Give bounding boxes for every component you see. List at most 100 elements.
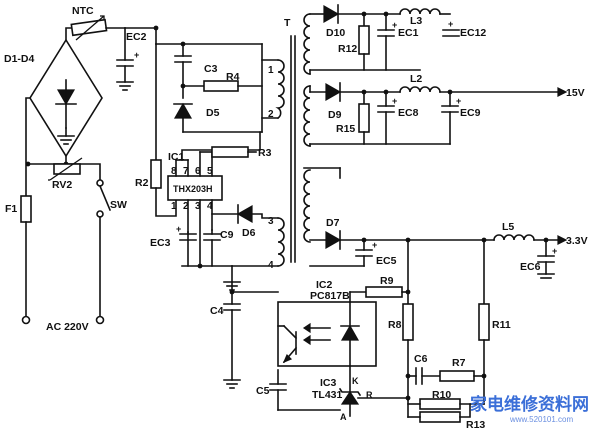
c3-label: C3	[204, 63, 218, 75]
r9-resistor	[365, 286, 403, 298]
d10-label: D10	[326, 27, 345, 39]
ntc-thermistor	[70, 15, 108, 41]
r11-resistor	[478, 303, 490, 341]
svg-text:3: 3	[268, 216, 274, 227]
r3-resistor	[211, 146, 249, 158]
ec1-label: EC1	[398, 27, 419, 39]
out15-label: 15V	[566, 87, 585, 99]
svg-text:+: +	[392, 96, 397, 106]
ic3-k-label: K	[352, 376, 359, 386]
c3-capacitor	[174, 55, 192, 63]
d6-label: D6	[242, 227, 256, 239]
out33-label: 3.3V	[566, 235, 588, 247]
ic3-a-label: A	[340, 412, 347, 422]
bridge-rectifier	[29, 38, 103, 158]
r8-resistor	[402, 303, 414, 341]
svg-text:1: 1	[268, 65, 274, 76]
svg-text:+: +	[392, 20, 397, 30]
d7-diode	[325, 230, 342, 250]
ec3-label: EC3	[150, 237, 171, 249]
ic3-label: IC3	[320, 377, 337, 389]
svg-text:+: +	[372, 240, 377, 250]
d1d4-label: D1-D4	[4, 53, 35, 65]
ec2-label: EC2	[126, 31, 147, 43]
ec3-capacitor: +	[176, 224, 197, 241]
svg-text:6: 6	[195, 166, 201, 177]
ic1-chip: THX203H 8 7 6 5 1 2 3 4	[167, 151, 223, 267]
l2-label: L2	[410, 73, 422, 85]
d9-label: D9	[328, 109, 342, 121]
r3-label: R3	[258, 147, 272, 159]
ec1-capacitor: +	[377, 13, 397, 71]
svg-text:+: +	[448, 19, 453, 29]
r13-resistor	[419, 411, 461, 423]
l2-inductor	[399, 86, 441, 93]
r15-resistor	[358, 91, 370, 145]
r9-label: R9	[380, 275, 394, 287]
ec2-capacitor: +	[116, 27, 139, 91]
c5-label: C5	[256, 385, 270, 397]
c6-capacitor	[415, 367, 423, 385]
r7-resistor	[439, 370, 475, 382]
r11-label: R11	[492, 319, 511, 331]
ec9-label: EC9	[460, 107, 481, 119]
c9-label: C9	[220, 229, 234, 241]
l5-inductor	[493, 234, 535, 241]
ic1-part-label: THX203H	[173, 184, 213, 194]
ec12-label: EC12	[460, 27, 486, 39]
ec8-capacitor: +	[377, 91, 397, 145]
ec5-capacitor: +	[309, 239, 377, 267]
r12-label: R12	[338, 43, 357, 55]
watermark: 家电维修资料网 www.520101.com	[470, 394, 589, 424]
l5-label: L5	[502, 221, 514, 233]
component-labels: NTC D1-D4 EC2 RV2 F1 SW AC 220V R2 IC1 C…	[4, 5, 588, 430]
r2-resistor	[150, 159, 162, 189]
ac-label: AC 220V	[46, 321, 89, 333]
secondary-outputs: + + +	[303, 4, 568, 279]
svg-text:+: +	[134, 50, 139, 60]
f1-label: F1	[5, 203, 17, 215]
sw-label: SW	[110, 199, 127, 211]
r4-label: R4	[226, 71, 240, 83]
r7-label: R7	[452, 357, 466, 369]
d5-label: D5	[206, 107, 220, 119]
ec12-capacitor: +	[442, 19, 460, 37]
mains-input: +	[20, 15, 263, 325]
svg-text:3: 3	[195, 201, 201, 212]
sw-switch	[95, 179, 112, 325]
ic3-part-label: TL431	[312, 389, 343, 401]
primary-side: THX203H 8 7 6 5 1 2 3 4	[150, 43, 279, 291]
ic2-part-label: PC817B	[310, 290, 350, 302]
ic2-optocoupler	[277, 301, 377, 367]
svg-text:8: 8	[171, 166, 177, 177]
ic1-label: IC1	[168, 151, 185, 163]
ec5-label: EC5	[376, 255, 397, 267]
f1-fuse	[20, 195, 32, 223]
d6-diode	[236, 204, 253, 224]
svg-text:1: 1	[171, 201, 177, 212]
svg-text:2: 2	[268, 109, 274, 120]
rv2-varistor	[48, 157, 83, 181]
rv2-label: RV2	[52, 179, 72, 191]
feedback-loop	[223, 239, 490, 423]
ic3-r-label: R	[366, 390, 373, 400]
r2-label: R2	[135, 177, 149, 189]
r15-label: R15	[336, 123, 355, 135]
ec6-label: EC6	[520, 261, 541, 273]
c9-capacitor	[203, 229, 221, 241]
r10-label: R10	[432, 389, 451, 401]
ec9-capacitor: +	[441, 91, 461, 145]
r12-resistor	[358, 13, 370, 71]
svg-text:+: +	[552, 246, 557, 256]
svg-text:5: 5	[207, 166, 213, 177]
l3-label: L3	[410, 15, 422, 27]
ic2-label: IC2	[316, 279, 333, 291]
r13-label: R13	[466, 419, 485, 430]
watermark-url: www.520101.com	[509, 415, 573, 424]
c4-label: C4	[210, 305, 224, 317]
svg-text:+: +	[176, 224, 181, 234]
transformer: 1 2 3 4	[268, 13, 311, 271]
ic3-shunt-regulator	[338, 387, 362, 405]
d7-label: D7	[326, 217, 340, 229]
